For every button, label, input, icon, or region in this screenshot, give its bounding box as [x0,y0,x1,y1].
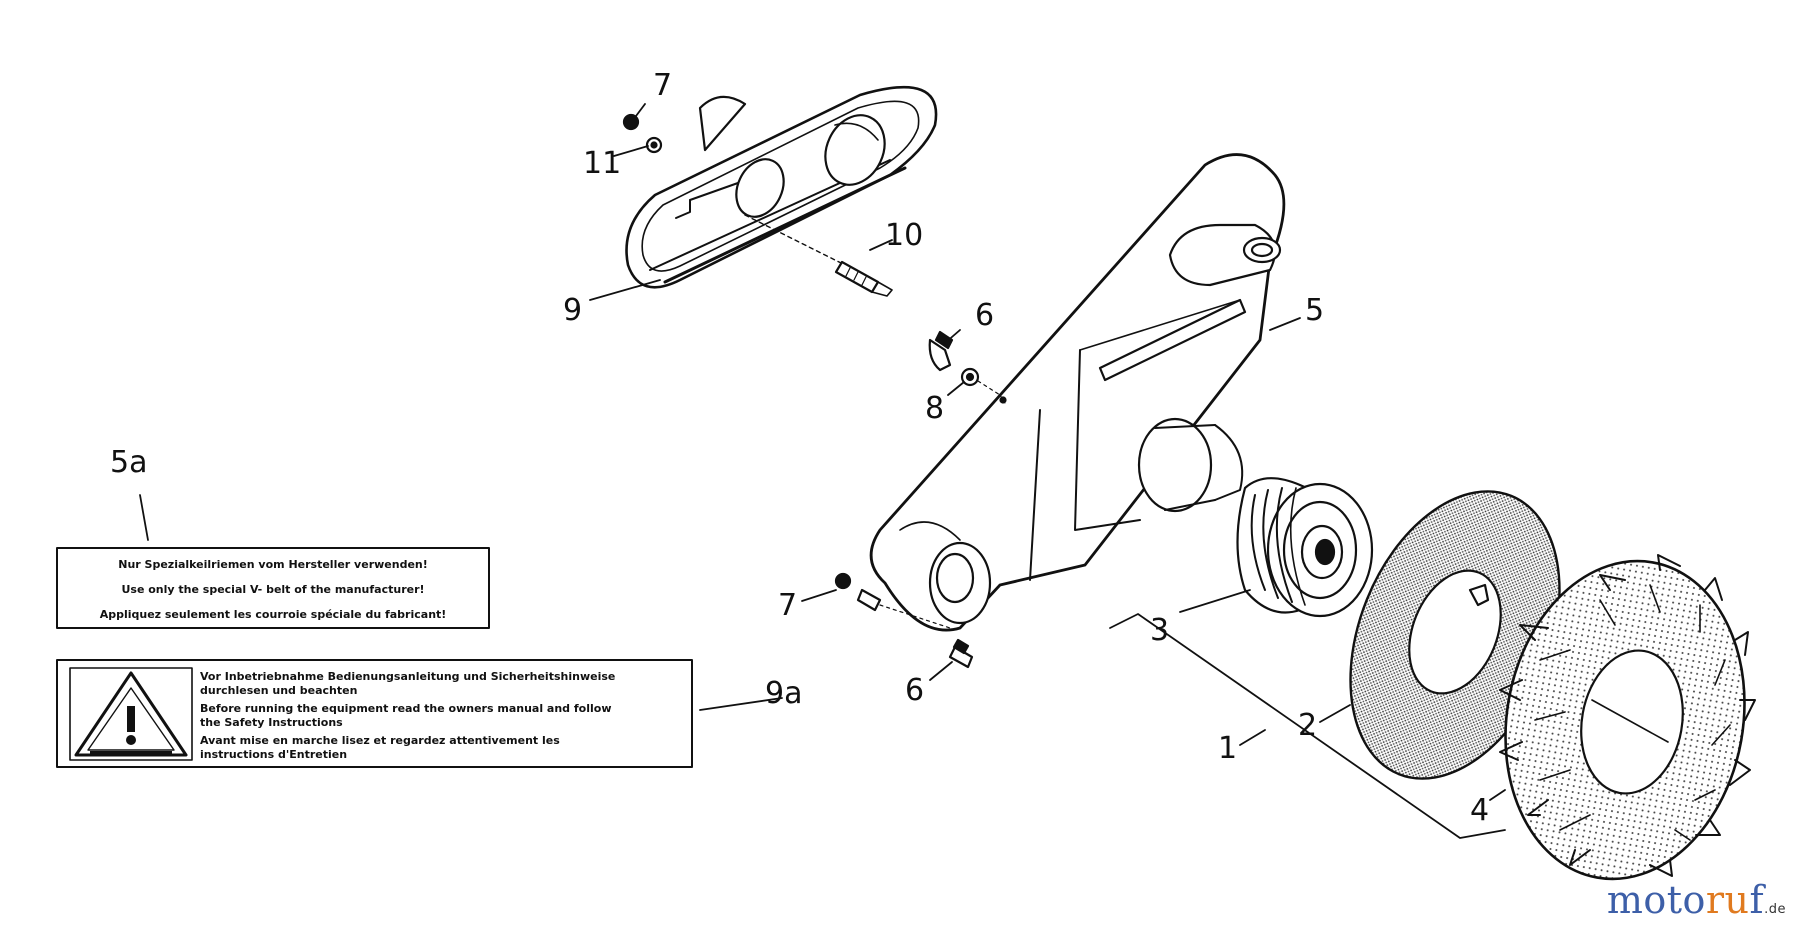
washer-part-11 [645,136,663,154]
label-9a-line-4: the Safety Instructions [200,716,343,729]
logo-text-ru: ru [1705,878,1750,922]
screw-part-10 [744,214,893,297]
callout-7-lower: 7 [778,588,797,623]
callout-11: 11 [583,146,621,181]
label-5a-sticker [56,547,490,629]
label-5a-line-1: Nur Spezialkeilriemen vom Hersteller ver… [118,558,428,571]
logo-tld: .de [1764,902,1786,917]
label-9a-text: Vor Inbetriebnahme Bedienungsanleitung u… [200,670,615,761]
label-9a-line-3: Before running the equipment read the ow… [200,702,612,715]
label-9a-line-1: Vor Inbetriebnahme Bedienungsanleitung u… [200,670,615,683]
callout-5: 5 [1305,293,1324,328]
screw-part-6-lower [948,638,974,669]
nut-part-7-top [622,113,640,131]
label-5a-line-3: Appliquez seulement les courroie spécial… [100,608,447,621]
callout-1: 1 [1218,731,1237,766]
washer-part-7-lower [856,588,951,629]
callout-6-upper: 6 [975,298,994,333]
label-9a-line-6: instructions d'Entretien [200,748,347,761]
nut-part-7-lower [834,572,852,590]
label-9a-sticker [56,659,693,768]
callout-5a: 5a [110,445,147,480]
label-9a-line-5: Avant mise en marche lisez et regardez a… [200,734,560,747]
callout-2: 2 [1298,708,1317,743]
callout-numbers: 7 11 10 9 6 8 5 5a 7 3 6 9a 2 1 4 [110,68,1489,828]
label-9a-line-2: durchlesen und beachten [200,684,357,697]
callout-4: 4 [1470,793,1489,828]
housing-part-5 [869,153,1286,632]
callout-6-lower: 6 [905,673,924,708]
wheel-part-4 [1499,554,1756,881]
pulley-part-3 [1236,477,1374,618]
callout-3: 3 [1150,613,1169,648]
logo-text-f: f [1749,878,1765,922]
callout-10: 10 [885,218,923,253]
callout-9: 9 [563,293,582,328]
label-5a-line-2: Use only the special V- belt of the manu… [121,583,424,596]
callout-7-top: 7 [653,68,672,103]
logo-text-moto: moto [1606,878,1706,922]
belt-cover-part-9 [625,85,938,289]
motoruf-logo[interactable]: motoruf.de [1607,878,1786,922]
label-5a-text: Nur Spezialkeilriemen vom Hersteller ver… [100,558,447,621]
callout-9a: 9a [765,676,802,711]
leader-lines [139,103,1506,839]
screw-part-6-upper [928,330,954,372]
callout-8: 8 [925,391,944,426]
washer-part-8 [960,367,1001,396]
